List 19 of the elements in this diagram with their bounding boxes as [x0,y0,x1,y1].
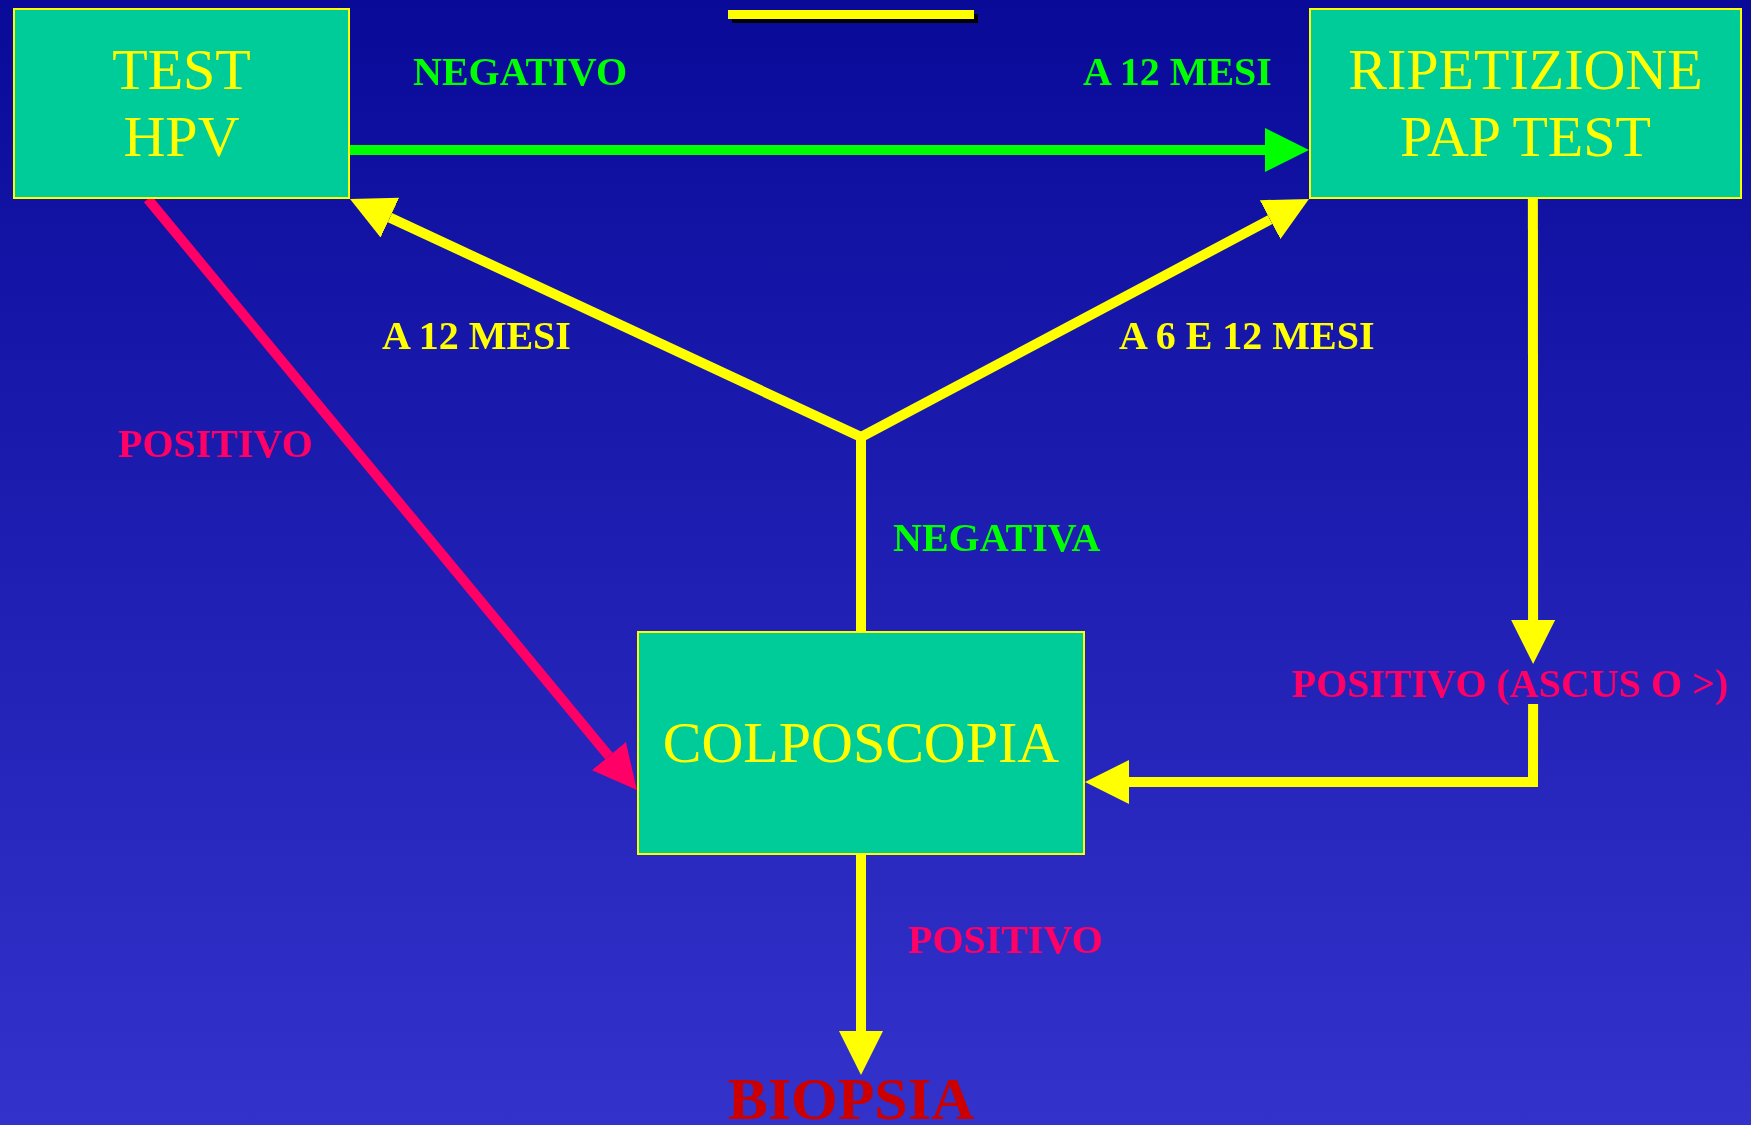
arrow [1085,704,1539,804]
edge-label: POSITIVO [118,424,313,464]
box-text: RIPETIZIONE PAP TEST [1347,36,1704,171]
edge-label: A 6 E 12 MESI [1119,316,1375,356]
process-box [1309,8,1742,199]
note-label: NEGATIVA [893,518,1101,558]
note-label: A 12 MESI [1083,52,1272,92]
box-text: TEST HPV [111,36,252,171]
edge-label: POSITIVO [908,920,1103,960]
edge-label: NEGATIVO [413,52,628,92]
result-text: POSITIVO (ASCUS O >) [1274,664,1746,704]
arrow [350,127,1309,172]
edge-label: A 12 MESI [382,316,571,356]
process-box [637,631,1085,855]
process-box [13,8,350,199]
result-text: BIOPSIA [700,1075,1002,1123]
arrow [1511,199,1556,664]
box-text: COLPOSCOPIA [662,709,1060,777]
arrow [839,855,883,1075]
